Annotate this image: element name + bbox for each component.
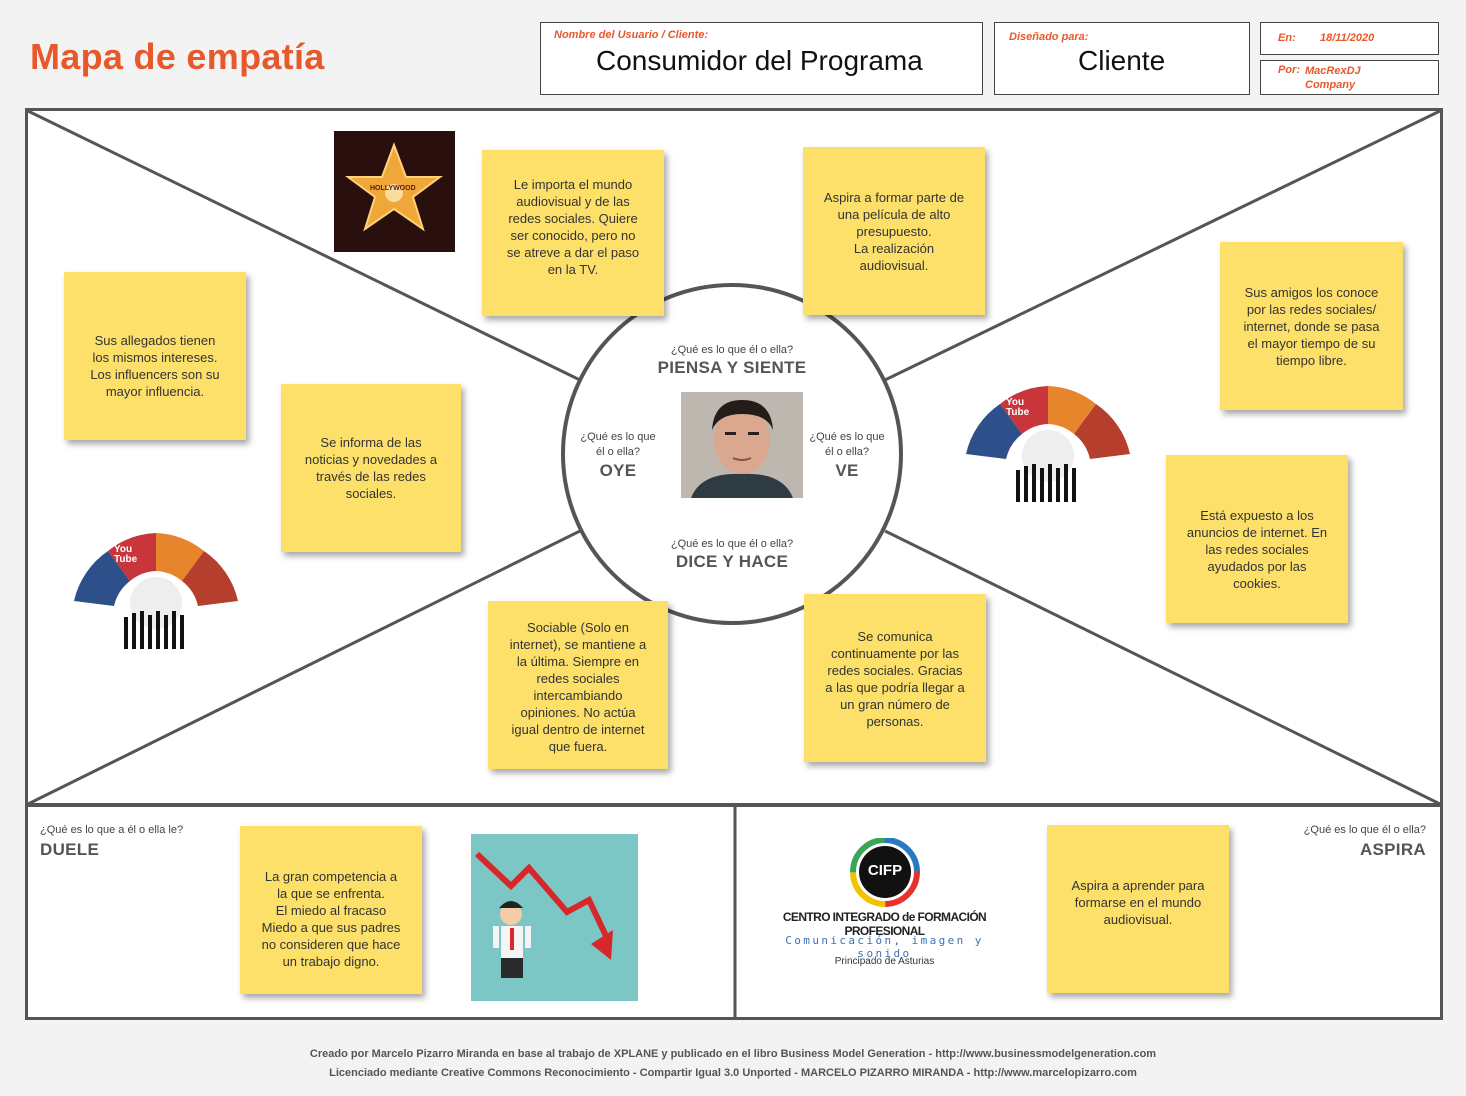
note-gain: Aspira a aprender para formarse en el mu… — [1047, 825, 1229, 993]
cifp-name: CENTRO INTEGRADO de FORMACIÓN PROFESIONA… — [782, 910, 987, 938]
note-hear-2: Se informa de las noticias y novedades a… — [281, 384, 461, 552]
hollywood-text: HOLLYWOOD — [370, 185, 416, 192]
user-label: Nombre del Usuario / Cliente: — [554, 29, 709, 41]
hear-zone-label: OYE — [599, 461, 637, 480]
note-say-1: Sociable (Solo en internet), se mantiene… — [488, 601, 668, 769]
cifp-tagline: Comunicación, imagen y sonido — [785, 934, 984, 960]
see-zone-label: VE — [835, 461, 859, 480]
note-think-1: Le importa el mundo audiovisual y de las… — [482, 150, 664, 316]
cifp-logo: CIFP CENTRO INTEGRADO de FORMACIÓN PROFE… — [762, 838, 1007, 970]
designed-label: Diseñado para: — [1009, 31, 1089, 43]
gain-zone-label: ASPIRA — [1359, 840, 1426, 859]
footer-license-line: Licenciado mediante Creative Commons Rec… — [329, 1067, 1137, 1079]
note-hear-1: Sus allegados tienen los mismos interese… — [64, 272, 246, 440]
note-see-2: Está expuesto a los anuncios de internet… — [1166, 455, 1348, 623]
note-think-2: Aspira a formar parte de una película de… — [803, 147, 985, 315]
say-question: ¿Qué es lo que él o ella? — [670, 538, 794, 550]
note-pain: La gran competencia a la que se enfrenta… — [240, 826, 422, 994]
designed-box: Diseñado para: Cliente — [994, 22, 1250, 95]
social-media-fan-image-right: You Tube — [962, 384, 1134, 506]
footer-credit-line: Creado por Marcelo Pizarro Miranda en ba… — [309, 1048, 1157, 1060]
user-value: Consumidor del Programa — [596, 45, 923, 76]
think-question: ¿Qué es lo que él o ella? — [670, 344, 794, 356]
cifp-badge-text: CIFP — [867, 862, 903, 879]
say-zone-label: DICE Y HACE — [675, 552, 789, 571]
gain-question: ¿Qué es lo que él o ella? — [1303, 824, 1426, 836]
pain-zone-label: DUELE — [40, 840, 100, 859]
designed-value: Cliente — [1078, 45, 1166, 76]
see-question: ¿Qué es lo que él o ella? — [809, 431, 885, 458]
cifp-region: Principado de Asturias — [834, 956, 935, 967]
date-label: En: — [1278, 32, 1296, 44]
falling-chart-image — [471, 834, 638, 1001]
user-box: Nombre del Usuario / Cliente: Consumidor… — [540, 22, 983, 95]
author-value: MacRexDJ Company — [1305, 65, 1361, 91]
social-media-fan-image-left: You Tube — [70, 531, 242, 653]
hear-question: ¿Qué es lo que él o ella? — [580, 431, 656, 458]
note-see-1: Sus amigos los conoce por las redes soci… — [1220, 242, 1403, 410]
note-say-2: Se comunica continuamente por las redes … — [804, 594, 986, 762]
pain-question: ¿Qué es lo que a él o ella le? — [40, 824, 184, 836]
youtube-text-right: You Tube — [1006, 397, 1030, 418]
date-box: En: 18/11/2020 — [1260, 22, 1439, 55]
hollywood-star-image: HOLLYWOOD — [334, 131, 455, 252]
date-value: 18/11/2020 — [1320, 32, 1375, 44]
youtube-text-left: You Tube — [114, 544, 138, 565]
author-box: Por: MacRexDJ Company — [1260, 60, 1439, 95]
page-title: Mapa de empatía — [30, 36, 325, 77]
user-photo — [681, 392, 803, 498]
author-label: Por: — [1278, 64, 1300, 76]
think-zone-label: PIENSA Y SIENTE — [657, 358, 807, 377]
